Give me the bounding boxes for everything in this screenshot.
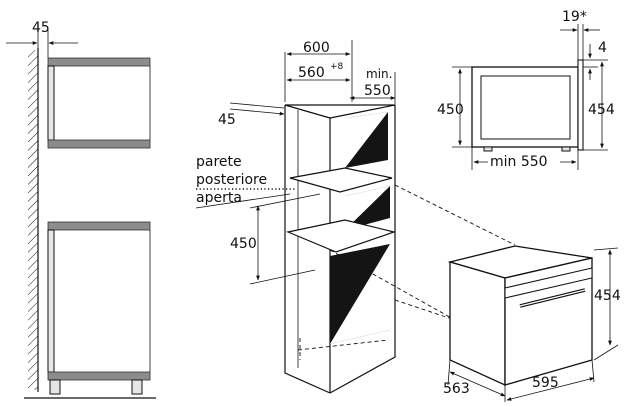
projection-line-3 [394, 299, 456, 321]
dim-45b-line-1 [229, 102, 285, 109]
dim-450-ext-bottom [249, 269, 316, 285]
foot-left [49, 379, 61, 395]
label-back-wall-3: aperta [196, 190, 242, 206]
niche-frame [471, 66, 579, 148]
oven-view: 454 563 595 [443, 245, 621, 402]
upper-shelf-bottom [47, 139, 151, 149]
oven-dim-563-label: 563 [443, 381, 470, 397]
side-view: 45 [6, 20, 156, 399]
dim-560-label: 560 [298, 65, 325, 81]
oven-dim-595-arrow [506, 377, 595, 401]
upper-shelf-top [47, 57, 151, 67]
wall-hatch [28, 50, 38, 390]
niche-dim-454-label: 454 [588, 102, 615, 118]
cabinet-front-top [329, 104, 396, 119]
niche-dim-550-label-bg [488, 153, 560, 169]
oven-dim-563-ext-left [447, 359, 451, 386]
niche-inner [480, 75, 571, 140]
oven-side [449, 261, 506, 387]
cabinet-front-left [284, 104, 331, 119]
middle-compartment-light [345, 186, 390, 230]
dim-450-label: 450 [230, 236, 257, 252]
niche-view: 450 454 4 19* min 550 [437, 9, 615, 170]
top-compartment-light [345, 112, 388, 168]
projection-line-2 [329, 249, 456, 321]
label-back-wall-1: parete [196, 154, 242, 170]
foot-right [131, 379, 143, 395]
oven-dim-454-ext-top [593, 247, 619, 251]
lower-side-back [47, 229, 55, 373]
oven-dim-454-label: 454 [594, 288, 621, 304]
cabinet-outline [284, 104, 396, 394]
niche-dim-19-label: 19* [562, 9, 587, 25]
bottom-compartment-light [330, 244, 390, 344]
oven-dim-563-arrow [449, 371, 506, 397]
niche-foot-right [561, 146, 571, 152]
lower-shelf-bottom [47, 371, 151, 381]
lower-shelf-top [47, 221, 151, 231]
niche-front-panel [577, 59, 584, 151]
dim-560-tolerance: +8 [330, 62, 344, 72]
dim-min-label: min. [366, 67, 392, 81]
cabinet-dashed-1 [297, 339, 389, 351]
dim-45b-line-2 [229, 108, 285, 116]
dim-45-label: 45 [32, 20, 50, 36]
niche-dim-450-label: 450 [437, 102, 464, 118]
niche-dim-4-label: 4 [598, 40, 607, 56]
label-underline [195, 193, 291, 209]
shelf-1 [289, 167, 393, 193]
oven-handle-inner [519, 289, 586, 307]
dim-600-label: 600 [303, 40, 330, 56]
oven-dim-595-label: 595 [532, 375, 559, 391]
niche-foot-left [483, 146, 493, 152]
dim-550-label: 550 [364, 83, 391, 99]
upper-side-back [47, 65, 55, 141]
dim-450-ext-top [249, 193, 321, 209]
niche-dim-550-label: min 550 [490, 154, 548, 170]
shelf-2 [285, 219, 397, 253]
cabinet-view: 600 560 +8 min. 550 45 parete posteriore… [195, 40, 516, 394]
dim-45b-label: 45 [218, 112, 236, 128]
oven-control-strip [504, 267, 593, 299]
label-back-wall-2: posteriore [196, 172, 267, 188]
projection-line-1 [394, 184, 516, 246]
oven-dim-454-ext-bottom [593, 344, 619, 361]
